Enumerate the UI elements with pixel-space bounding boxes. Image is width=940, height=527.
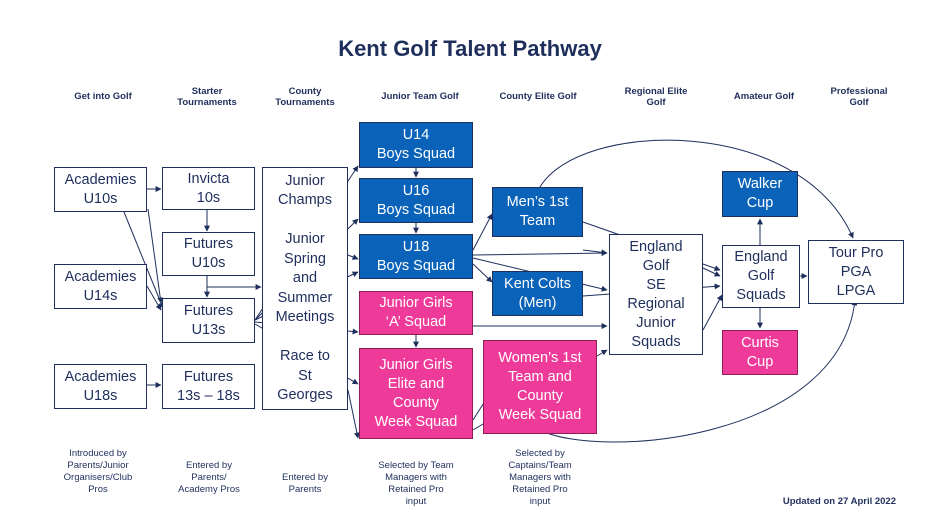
junior-girls-elite-county-week-squad: Junior Girls Elite and County Week Squad — [359, 348, 473, 439]
futures-u10: Futures U10s — [162, 232, 255, 276]
note-junior-team-golf: Selected by Team Managers with Retained … — [378, 460, 454, 507]
column-header-county-tournaments: County Tournaments — [275, 86, 335, 108]
column-header-professional-golf: Professional Golf — [830, 86, 888, 108]
note-starter-tournaments: Entered by Parents/ Academy Pros — [178, 460, 240, 495]
academies-u14: Academies U14s — [54, 264, 147, 309]
futures-u13: Futures U13s — [162, 298, 255, 343]
academies-u10: Academies U10s — [54, 167, 147, 212]
note-get-into-golf: Introduced by Parents/Junior Organisers/… — [63, 448, 133, 495]
england-golf-squads: England Golf Squads — [722, 245, 800, 308]
updated-date: Updated on 27 April 2022 — [782, 496, 896, 507]
kent-colts-men: Kent Colts (Men) — [492, 271, 583, 316]
academies-u18: Academies U18s — [54, 364, 147, 409]
invicta-10s: Invicta 10s — [162, 167, 255, 210]
u16-boys-squad: U16 Boys Squad — [359, 178, 473, 223]
column-header-junior-team-golf: Junior Team Golf — [381, 91, 459, 102]
futures-13-18: Futures 13s – 18s — [162, 364, 255, 409]
column-header-starter-tournaments: Starter Tournaments — [177, 86, 237, 108]
walker-cup: Walker Cup — [722, 171, 798, 217]
column-header-amateur-golf: Amateur Golf — [733, 91, 795, 102]
column-header-county-elite-golf: County Elite Golf — [499, 91, 577, 102]
county-tournaments-box: Junior Champs Junior Spring and Summer M… — [262, 167, 348, 410]
column-header-get-into-golf: Get into Golf — [74, 91, 132, 102]
u18-boys-squad: U18 Boys Squad — [359, 234, 473, 279]
england-golf-se-regional-junior-squads: England Golf SE Regional Junior Squads — [609, 234, 703, 355]
page-title: Kent Golf Talent Pathway — [338, 36, 602, 61]
mens-1st-team: Men’s 1st Team — [492, 187, 583, 237]
tour-pro-pga-lpga: Tour Pro PGA LPGA — [808, 240, 904, 304]
junior-girls-a-squad: Junior Girls ‘A’ Squad — [359, 291, 473, 335]
u14-boys-squad: U14 Boys Squad — [359, 122, 473, 168]
curtis-cup: Curtis Cup — [722, 330, 798, 375]
column-header-regional-elite-golf: Regional Elite Golf — [624, 86, 688, 108]
womens-1st-team-county-week-squad: Women’s 1st Team and County Week Squad — [483, 340, 597, 434]
note-county-tournaments: Entered by Parents — [282, 472, 328, 495]
note-county-elite-golf: Selected by Captains/Team Managers with … — [508, 448, 572, 507]
